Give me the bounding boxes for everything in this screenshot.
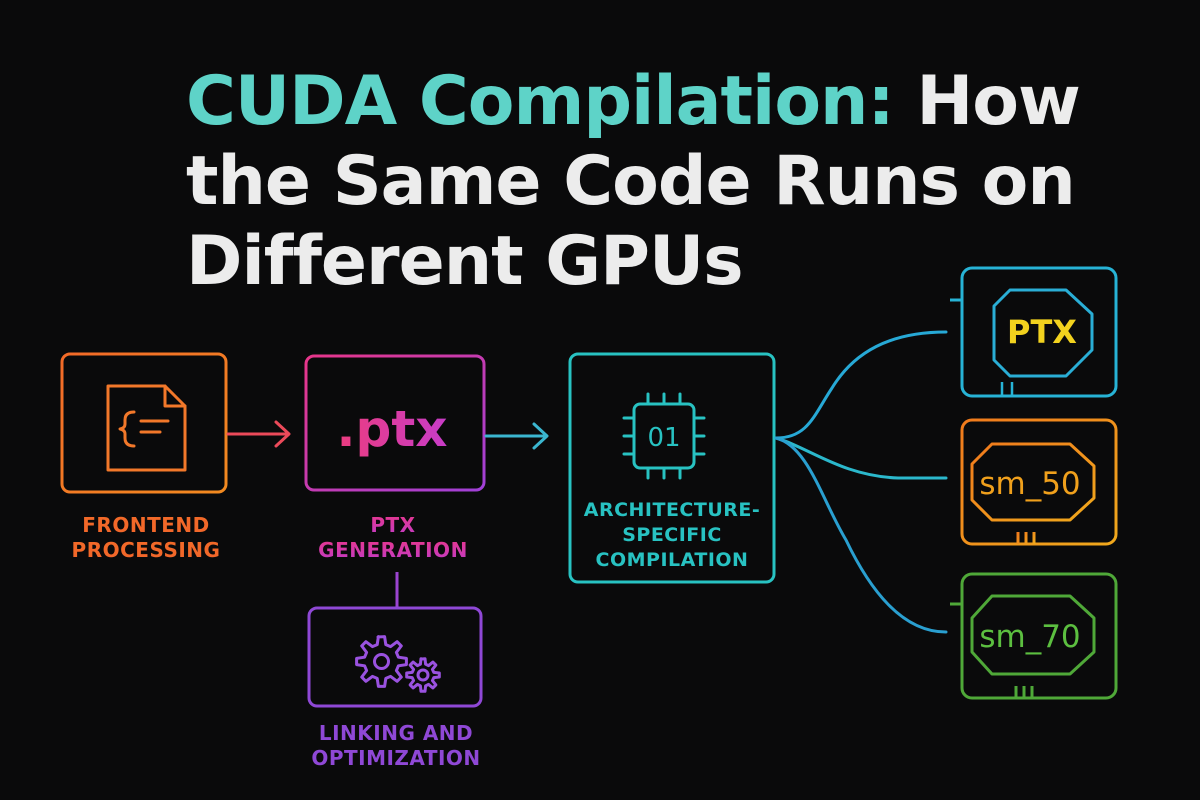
target-sm70[interactable]: sm_70 xyxy=(950,572,1118,700)
linking-label-line2: OPTIMIZATION xyxy=(311,746,480,770)
ptx-box-text: .ptx xyxy=(337,400,448,458)
frontend-box xyxy=(60,352,228,494)
arch-label-line3: COMPILATION xyxy=(596,549,749,571)
gear-icon xyxy=(355,635,441,693)
linking-label-line1: LINKING AND xyxy=(319,721,473,745)
ptx-box xyxy=(304,354,486,492)
gpu-fan-connector xyxy=(1000,382,1014,396)
target-ptx[interactable]: PTX xyxy=(950,266,1118,398)
arrow-ptx-to-arch xyxy=(484,422,549,450)
ptx-label-line1: PTX xyxy=(370,513,415,537)
stage-linking[interactable]: LINKING AND OPTIMIZATION xyxy=(307,606,483,770)
stage-arch-compilation[interactable]: 01 ARCHITECTURE- SPECIFIC COMPILATION xyxy=(568,352,776,584)
arch-box xyxy=(568,352,776,584)
arch-label-line2: SPECIFIC xyxy=(622,524,722,546)
arch-label-line1: ARCHITECTURE- xyxy=(584,499,761,521)
target-sm50[interactable]: sm_50 xyxy=(950,418,1118,546)
gpu-card-icon xyxy=(950,572,1118,700)
stage-ptx-generation[interactable]: .ptx PTX GENERATION xyxy=(304,354,486,562)
gpu-card-icon xyxy=(950,266,1118,398)
arrow-frontend-to-ptx xyxy=(226,420,291,448)
target-ptx-label: PTX xyxy=(1007,313,1077,351)
title-highlight: CUDA Compilation: xyxy=(186,62,895,141)
branch-connectors xyxy=(774,330,948,634)
frontend-label-line2: PROCESSING xyxy=(72,538,221,562)
connector-to-sm70-target xyxy=(774,436,948,634)
ptx-label-line2: GENERATION xyxy=(318,538,468,562)
stage-frontend[interactable]: FRONTEND PROCESSING xyxy=(60,352,228,562)
chip-text: 01 xyxy=(647,423,680,453)
frontend-label-line1: FRONTEND xyxy=(82,513,209,537)
page-title: CUDA Compilation: How the Same Code Runs… xyxy=(186,62,1146,302)
document-icon xyxy=(106,384,187,472)
chip-icon xyxy=(622,392,706,480)
linking-box xyxy=(307,606,483,708)
target-sm70-label: sm_70 xyxy=(979,619,1080,655)
connector-to-ptx-target xyxy=(774,330,948,440)
gpu-card-icon xyxy=(950,418,1118,546)
title-rest: How the Same Code Runs on Different GPUs xyxy=(186,62,1081,301)
target-sm50-label: sm_50 xyxy=(979,466,1080,502)
